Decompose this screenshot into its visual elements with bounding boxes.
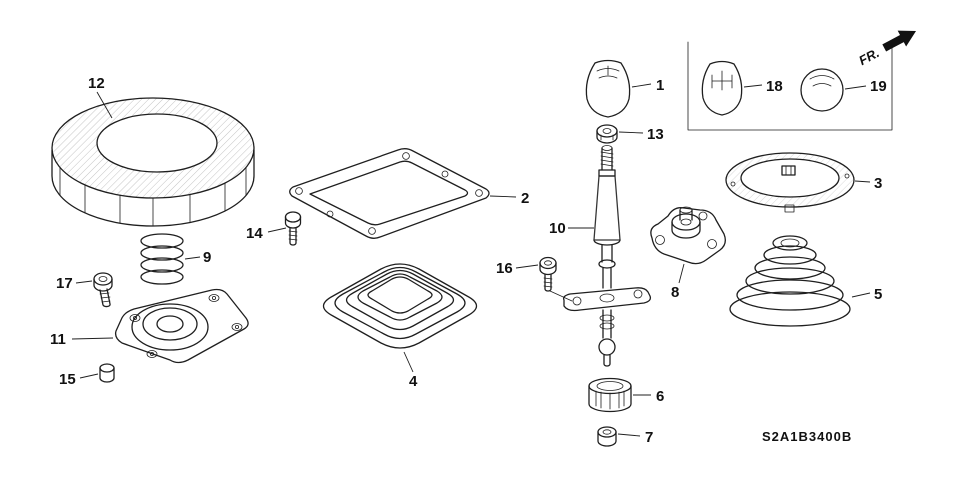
alternate-parts-bracket — [687, 41, 893, 131]
diagram-code: S2A1B3400B — [762, 429, 852, 444]
callout-12: 12 — [88, 75, 113, 119]
callout-9-label: 9 — [203, 249, 211, 266]
callout-14-label: 14 — [246, 225, 263, 242]
callout-15-label: 15 — [59, 371, 76, 388]
callout-5: 5 — [851, 286, 882, 303]
part-7-bushing-nut — [597, 426, 617, 447]
callout-2: 2 — [489, 190, 529, 207]
callout-10: 10 — [549, 220, 594, 237]
part-15-cap — [99, 363, 115, 383]
part-18-shift-knob-variant — [701, 60, 743, 116]
callout-9: 9 — [184, 249, 211, 266]
callout-3-label: 3 — [874, 175, 882, 192]
callout-16-label: 16 — [496, 260, 513, 277]
callout-4: 4 — [403, 351, 418, 390]
part-5-cone-boot — [729, 235, 851, 327]
part-13-lock-nut — [596, 124, 618, 144]
callout-6-label: 6 — [656, 388, 664, 405]
part-9-spring — [140, 233, 184, 285]
part-2-gasket — [289, 148, 490, 239]
callout-7: 7 — [617, 429, 653, 446]
callout-1-label: 1 — [656, 77, 664, 94]
callout-7-label: 7 — [645, 429, 653, 446]
arrow-icon — [882, 30, 917, 52]
callout-17: 17 — [56, 275, 93, 292]
part-14-bolt — [284, 211, 302, 246]
callout-13: 13 — [618, 126, 664, 143]
part-3-retainer-ring — [725, 152, 855, 213]
callout-19: 19 — [844, 78, 887, 95]
callout-15: 15 — [59, 371, 99, 388]
part-11-base-housing — [114, 288, 249, 364]
callout-10-label: 10 — [549, 220, 566, 237]
callout-5-label: 5 — [874, 286, 882, 303]
callout-18: 18 — [743, 78, 783, 95]
callout-3: 3 — [854, 175, 882, 192]
callout-13-label: 13 — [647, 126, 664, 143]
part-19-ball-knob-variant — [800, 68, 844, 112]
callout-12-label: 12 — [88, 75, 105, 92]
callout-1: 1 — [631, 77, 664, 94]
callout-17-label: 17 — [56, 275, 73, 292]
callout-8-label: 8 — [671, 284, 679, 301]
part-17-bolt — [93, 272, 113, 308]
part-12-mount-collar — [51, 97, 255, 227]
part-10-shift-lever — [562, 145, 652, 367]
part-8-pivot-bracket — [650, 206, 726, 265]
fr-label: FR. — [856, 45, 882, 68]
callout-18-label: 18 — [766, 78, 783, 95]
fr-direction-arrow: FR. — [856, 30, 917, 68]
part-1-shift-knob — [585, 59, 631, 118]
callout-6: 6 — [633, 388, 664, 405]
callout-14: 14 — [246, 225, 287, 242]
callout-11: 11 — [50, 331, 114, 348]
part-6-slotted-holder — [588, 377, 632, 413]
callout-4-label: 4 — [409, 373, 418, 390]
callout-2-label: 2 — [521, 190, 529, 207]
callout-11-label: 11 — [50, 331, 66, 348]
callout-19-label: 19 — [870, 78, 887, 95]
part-4-bellows-boot — [322, 263, 478, 349]
callout-8: 8 — [671, 263, 685, 301]
part-16-bolt — [539, 256, 573, 302]
callout-16: 16 — [496, 260, 539, 277]
